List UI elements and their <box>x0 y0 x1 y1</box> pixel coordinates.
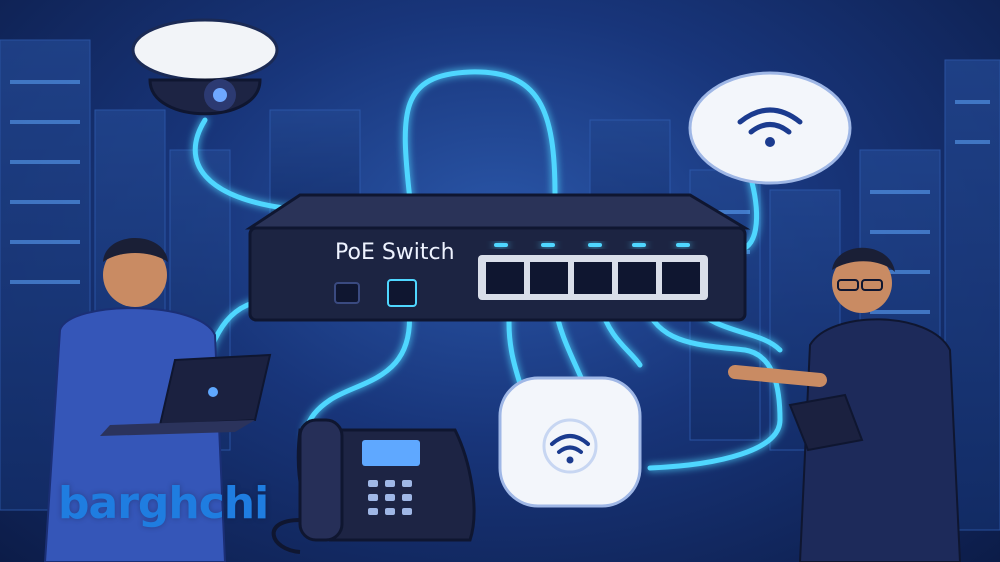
poe-switch <box>245 193 751 322</box>
wifi-access-point-icon <box>498 376 642 508</box>
technician-right <box>728 247 962 562</box>
ethernet-ports <box>478 255 708 300</box>
dome-camera-icon <box>131 18 279 116</box>
barghchi-logo: barghchi <box>58 478 269 529</box>
technician-left <box>43 238 272 562</box>
tablet-icon <box>788 393 864 452</box>
laptop-icon <box>100 353 272 436</box>
wifi-access-point-icon <box>688 71 852 185</box>
poe-switch-label: PoE Switch <box>335 240 455 265</box>
port-leds <box>494 243 690 247</box>
ip-phone-icon <box>271 418 476 554</box>
